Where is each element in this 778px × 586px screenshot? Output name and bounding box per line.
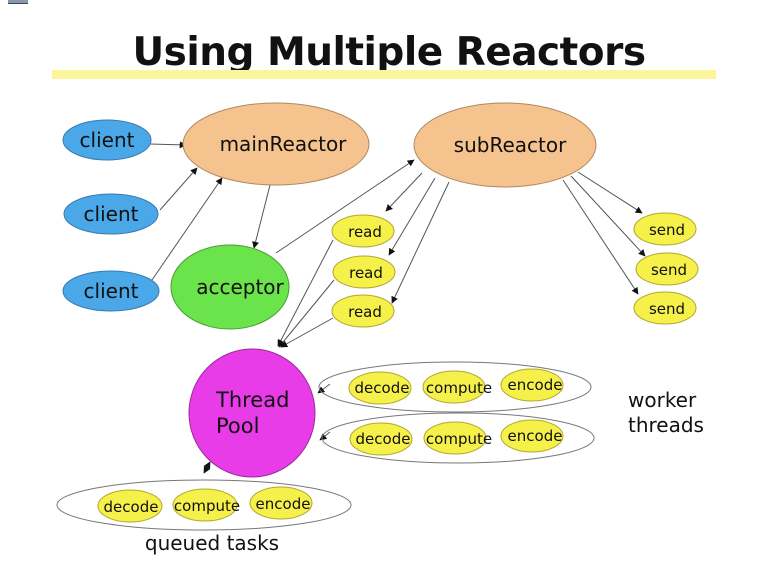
- client-label: client: [84, 202, 139, 226]
- queued-tasks-group: decode compute encode: [56, 479, 352, 531]
- edge-client2-main: [159, 167, 198, 211]
- decode-task-label: decode: [104, 498, 159, 516]
- main-reactor-label: mainReactor: [220, 132, 348, 156]
- thread-pool-node: Thread Pool: [188, 348, 316, 478]
- edge-read2-pool: [278, 279, 335, 348]
- client-node-2: client: [63, 193, 159, 235]
- edge-worker2-pool: [319, 431, 331, 441]
- worker-threads-label-line2: threads: [628, 413, 704, 437]
- edge-sub-read2: [388, 177, 436, 256]
- encode-task-label: encode: [508, 376, 563, 394]
- edge-sub-send2: [570, 175, 646, 257]
- worker-thread-row-1: decode compute encode: [318, 361, 592, 413]
- edge-read3-pool: [280, 317, 334, 348]
- edge-acceptor-sub: [275, 159, 415, 254]
- worker-threads-label-line1: worker: [628, 388, 697, 412]
- queued-tasks-label: queued tasks: [145, 531, 279, 555]
- send-label: send: [649, 221, 685, 239]
- edge-sub-read3: [391, 181, 450, 304]
- sub-reactor-label: subReactor: [454, 133, 567, 157]
- edge-sub-send3: [562, 179, 639, 295]
- edge-main-acceptor: [252, 184, 271, 249]
- edge-sub-read1: [385, 172, 423, 212]
- decode-task-label: decode: [355, 379, 410, 397]
- read-label: read: [348, 303, 382, 321]
- compute-task-label: compute: [174, 497, 240, 515]
- edge-sub-send1: [577, 171, 643, 214]
- edges: [149, 141, 646, 474]
- main-reactor-node: mainReactor: [182, 102, 370, 186]
- send-label: send: [651, 261, 687, 279]
- thread-pool-label-line1: Thread: [215, 388, 289, 412]
- edge-client1-main: [149, 141, 187, 149]
- edge-read1-pool: [277, 239, 334, 347]
- send-node-2: send: [635, 252, 699, 286]
- read-node-2: read: [332, 255, 396, 289]
- worker-thread-row-2: decode compute encode: [321, 412, 595, 464]
- send-node-3: send: [633, 291, 697, 325]
- client-label: client: [80, 128, 135, 152]
- slide-title: Using Multiple Reactors: [132, 30, 646, 75]
- acceptor-label: acceptor: [196, 275, 284, 299]
- read-label: read: [348, 223, 382, 241]
- read-node-1: read: [331, 214, 395, 248]
- compute-task-label: compute: [426, 379, 492, 397]
- compute-task-label: compute: [426, 430, 492, 448]
- window-corner-icon: [8, 0, 28, 4]
- client-node-3: client: [62, 270, 160, 312]
- edge-client3-main: [151, 177, 223, 281]
- edge-worker1-pool: [317, 383, 331, 394]
- acceptor-node: acceptor: [170, 244, 290, 330]
- client-node-1: client: [62, 119, 152, 161]
- read-label: read: [349, 264, 383, 282]
- read-node-3: read: [331, 294, 395, 328]
- encode-task-label: encode: [256, 495, 311, 513]
- title-underline: [52, 70, 716, 79]
- encode-task-label: encode: [508, 427, 563, 445]
- sub-reactor-node: subReactor: [413, 102, 597, 188]
- decode-task-label: decode: [356, 430, 411, 448]
- send-label: send: [649, 300, 685, 318]
- send-node-1: send: [633, 212, 697, 246]
- edge-queue-pool: [203, 461, 211, 474]
- thread-pool-label-line2: Pool: [216, 414, 259, 438]
- client-label: client: [84, 279, 139, 303]
